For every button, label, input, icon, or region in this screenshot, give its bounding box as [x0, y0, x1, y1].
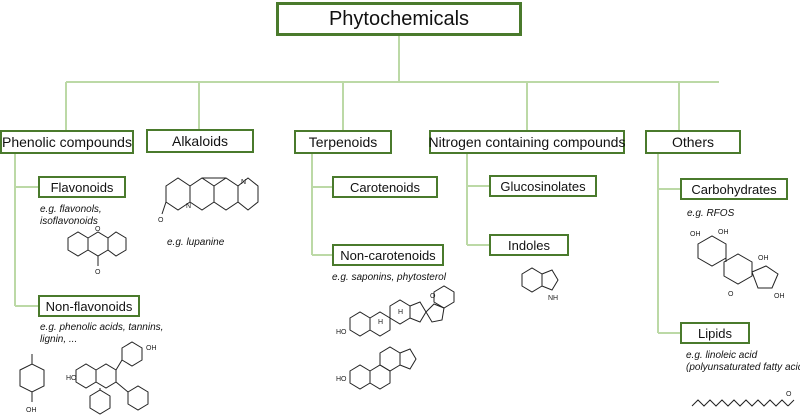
svg-text:HO: HO: [66, 375, 77, 382]
phytosterol-structure: HO: [336, 346, 417, 390]
lupanine-structure: O N N: [158, 177, 259, 224]
root-node-phytochemicals: Phytochemicals: [276, 2, 522, 36]
indole-structure: NH: [521, 267, 559, 302]
category-nitrogen-containing-compounds: Nitrogen containing compounds: [429, 130, 625, 154]
phenolic-acid-structure: OH: [19, 354, 45, 414]
category-others: Others: [645, 130, 741, 154]
non-flavonoids-example: e.g. phenolic acids, tannins, lignin, ..…: [40, 322, 164, 345]
svg-text:O: O: [728, 291, 734, 298]
non-carotenoids-example: e.g. saponins, phytosterol: [332, 272, 446, 283]
svg-text:HO: HO: [336, 329, 347, 336]
svg-text:H: H: [398, 309, 403, 316]
svg-text:O: O: [786, 391, 792, 398]
subgroup-indoles: Indoles: [489, 234, 569, 256]
carbohydrates-example: e.g. RFOS: [687, 208, 735, 219]
category-phenolic-compounds: Phenolic compounds: [0, 130, 134, 154]
flavonoid-structure: O O: [67, 226, 127, 276]
svg-text:OH: OH: [146, 345, 157, 352]
svg-text:NH: NH: [548, 295, 558, 302]
carbohydrate-structure: OH OH OH OH O: [690, 229, 785, 300]
svg-text:H: H: [378, 319, 383, 326]
svg-text:O: O: [95, 269, 101, 276]
tannin-structure: OH HO: [66, 341, 157, 415]
subgroup-non-flavonoids: Non-flavonoids: [38, 295, 140, 317]
saponin-structure: HO H H O: [336, 285, 455, 337]
subgroup-flavonoids: Flavonoids: [38, 176, 126, 198]
subgroup-non-carotenoids: Non-carotenoids: [332, 244, 444, 266]
alkaloids-example: e.g. lupanine: [167, 237, 225, 248]
svg-text:OH: OH: [718, 229, 729, 236]
category-alkaloids: Alkaloids: [146, 129, 254, 153]
subgroup-lipids: Lipids: [680, 322, 750, 344]
svg-text:OH: OH: [690, 231, 701, 238]
svg-text:OH: OH: [774, 293, 785, 300]
subgroup-carbohydrates: Carbohydrates: [680, 178, 788, 200]
svg-text:O: O: [158, 217, 164, 224]
svg-text:N: N: [241, 179, 246, 186]
svg-text:HO: HO: [336, 376, 347, 383]
category-terpenoids: Terpenoids: [294, 130, 392, 154]
svg-text:O: O: [430, 293, 436, 300]
svg-text:N: N: [186, 203, 191, 210]
lipids-example: e.g. linoleic acid (polyunsaturated fatt…: [686, 350, 800, 373]
linoleic-acid-structure: O: [691, 391, 795, 407]
subgroup-glucosinolates: Glucosinolates: [489, 175, 597, 197]
flavonoids-example: e.g. flavonols, isoflavonoids: [40, 204, 102, 227]
svg-text:O: O: [95, 226, 101, 233]
subgroup-carotenoids: Carotenoids: [332, 176, 438, 198]
svg-text:OH: OH: [26, 407, 37, 414]
svg-text:OH: OH: [758, 255, 769, 262]
